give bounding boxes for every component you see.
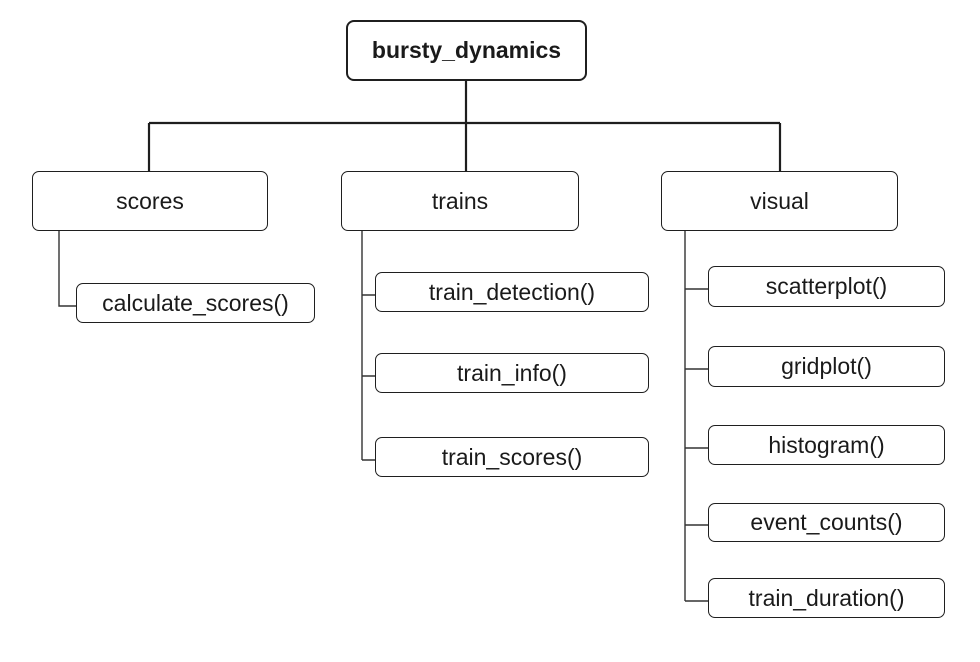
connector-scores-branch xyxy=(58,231,76,307)
connector-trains-branch xyxy=(361,231,375,461)
connector-root-to-groups xyxy=(147,81,782,171)
node-trains: trains xyxy=(341,171,579,231)
node-event-counts: event_counts() xyxy=(708,503,945,542)
node-histogram: histogram() xyxy=(708,425,945,465)
node-visual: visual xyxy=(661,171,898,231)
node-train-detection: train_detection() xyxy=(375,272,649,312)
node-train-info: train_info() xyxy=(375,353,649,393)
node-train-scores: train_scores() xyxy=(375,437,649,477)
connector-visual-branch xyxy=(684,231,708,602)
node-calculate-scores: calculate_scores() xyxy=(76,283,315,323)
node-scatterplot: scatterplot() xyxy=(708,266,945,307)
node-bursty-dynamics: bursty_dynamics xyxy=(346,20,587,81)
node-gridplot: gridplot() xyxy=(708,346,945,387)
node-train-duration: train_duration() xyxy=(708,578,945,618)
node-scores: scores xyxy=(32,171,268,231)
